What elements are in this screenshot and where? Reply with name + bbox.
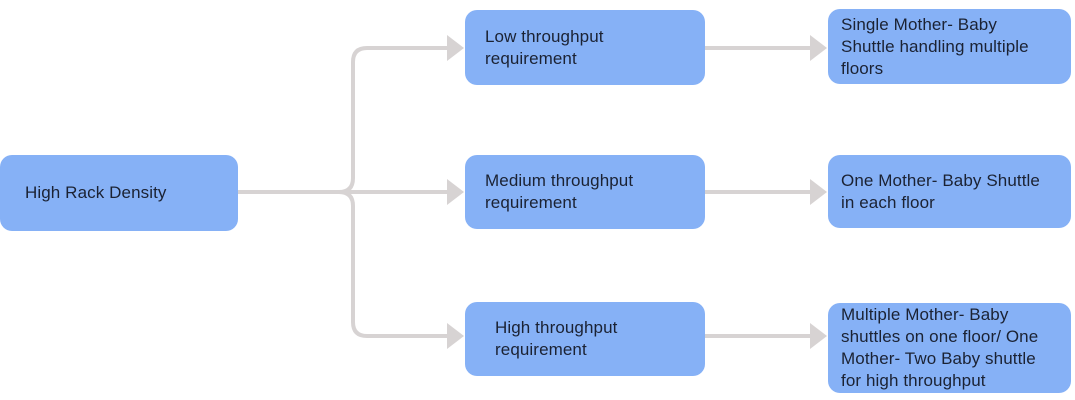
connector-high-rack-to-high: [238, 190, 447, 338]
node-medium-throughput-requirement: Medium throughput requirement: [465, 155, 705, 229]
arrowhead-low-icon: [447, 35, 464, 61]
node-single-mother-baby-shuttle: Single Mother- Baby Shuttle handling mul…: [828, 9, 1071, 84]
arrowhead-high-icon: [447, 323, 464, 349]
node-multiple-mother-baby-shuttles: Multiple Mother- Baby shuttles on one fl…: [828, 303, 1071, 393]
arrowhead-medium-icon: [447, 179, 464, 205]
node-one-mother-baby-shuttle: One Mother- Baby Shuttle in each floor: [828, 155, 1071, 228]
arrowhead-multiple-icon: [810, 323, 827, 349]
node-high-throughput-requirement: High throughput requirement: [465, 302, 705, 376]
connector-high-rack-to-low: [238, 46, 447, 194]
arrowhead-single-icon: [810, 35, 827, 61]
node-high-rack-density: High Rack Density: [0, 155, 238, 231]
arrowhead-one-icon: [810, 179, 827, 205]
node-low-throughput-requirement: Low throughput requirement: [465, 10, 705, 85]
